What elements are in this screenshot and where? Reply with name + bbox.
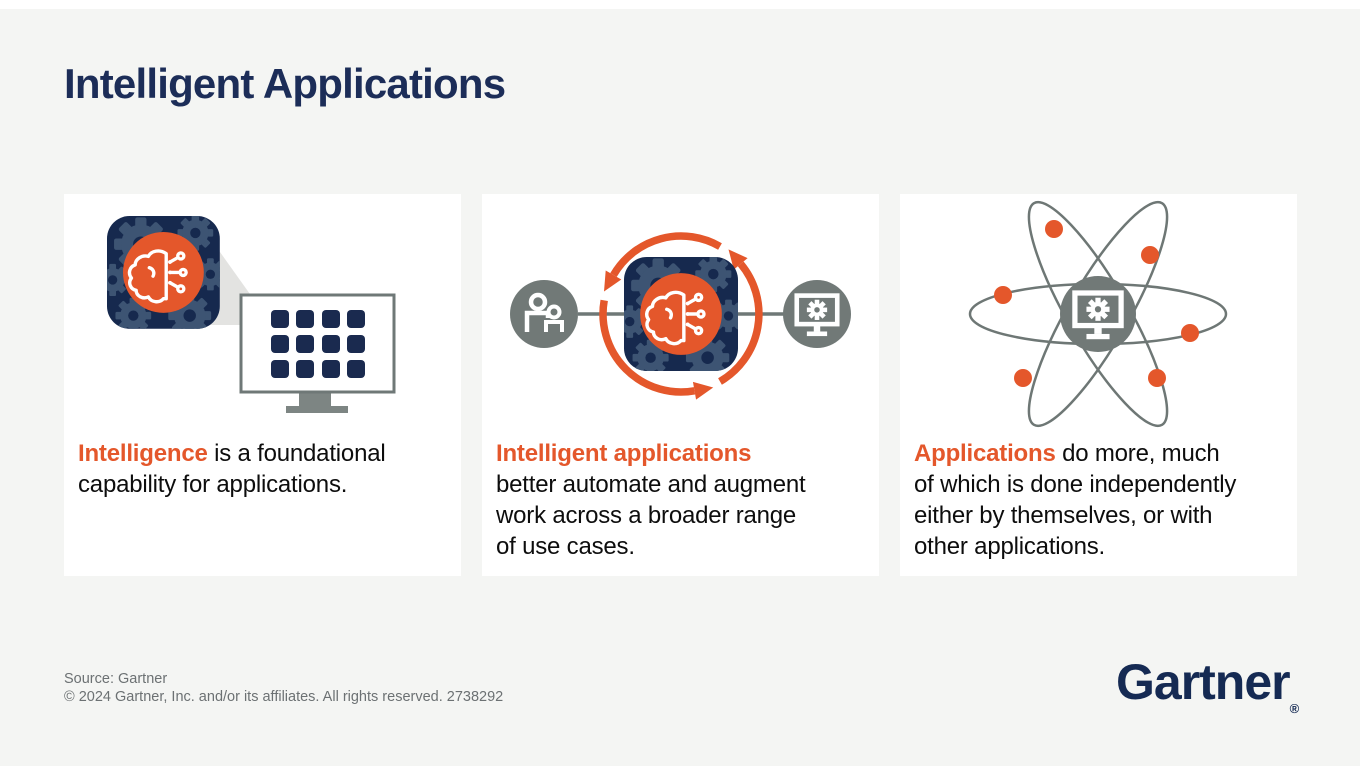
human-machine-cycle-icon [510, 232, 851, 400]
intelligence-app-to-monitor-icon [64, 194, 396, 413]
lead-word: Applications [914, 440, 1056, 467]
monitor-icon [239, 293, 396, 413]
card-intelligent-applications: Intelligent applications better automate… [482, 194, 879, 576]
gartner-logo: Gartner® [1116, 654, 1300, 716]
people-icon [524, 292, 564, 332]
registered-mark: ® [1289, 701, 1300, 716]
cycle-arrows [599, 232, 763, 396]
applications-atom-icon [968, 200, 1228, 428]
lead-word: Intelligent applications [496, 440, 752, 467]
source-line: Source: Gartner [64, 671, 168, 687]
page-title: Intelligent Applications [64, 60, 506, 107]
app-grid-squares [271, 310, 365, 378]
card-applications: Applications do more, much of which is d… [900, 194, 1297, 576]
cards-row: Intelligence is a foundational capabilit… [64, 194, 1297, 576]
lead-word: Intelligence [78, 440, 208, 467]
brain-app-icon [613, 256, 744, 379]
copyright-line: © 2024 Gartner, Inc. and/or its affiliat… [64, 688, 504, 705]
card-text-applications: Applications do more, much of which is d… [914, 440, 1237, 560]
card-intelligence: Intelligence is a foundational capabilit… [64, 194, 461, 576]
card-text-intelligence: Intelligence is a foundational capabilit… [78, 440, 386, 498]
top-white-strip [0, 0, 1360, 9]
orbit-dots [994, 220, 1199, 387]
cycle-arrowheads [604, 249, 748, 400]
brain-app-icon [97, 215, 227, 337]
footer: Source: Gartner © 2024 Gartner, Inc. and… [64, 671, 503, 706]
card-text-intelligent-applications: Intelligent applications better automate… [496, 440, 806, 560]
